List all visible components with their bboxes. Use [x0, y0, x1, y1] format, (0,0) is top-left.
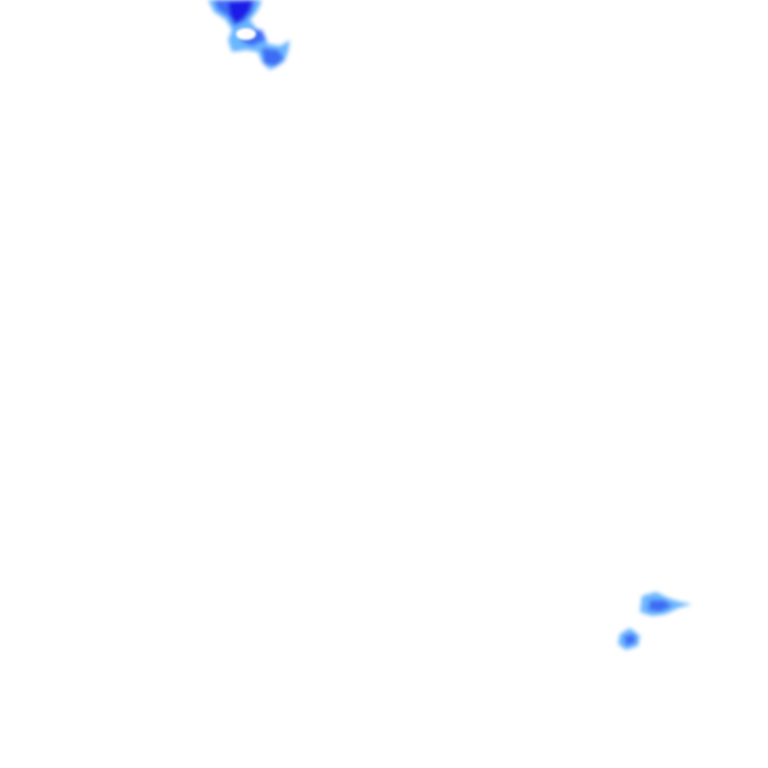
precip-cell-southeast-a [640, 592, 692, 616]
precip-cluster-north-gap [236, 28, 256, 40]
precip-cell-southeast-b [618, 628, 640, 650]
